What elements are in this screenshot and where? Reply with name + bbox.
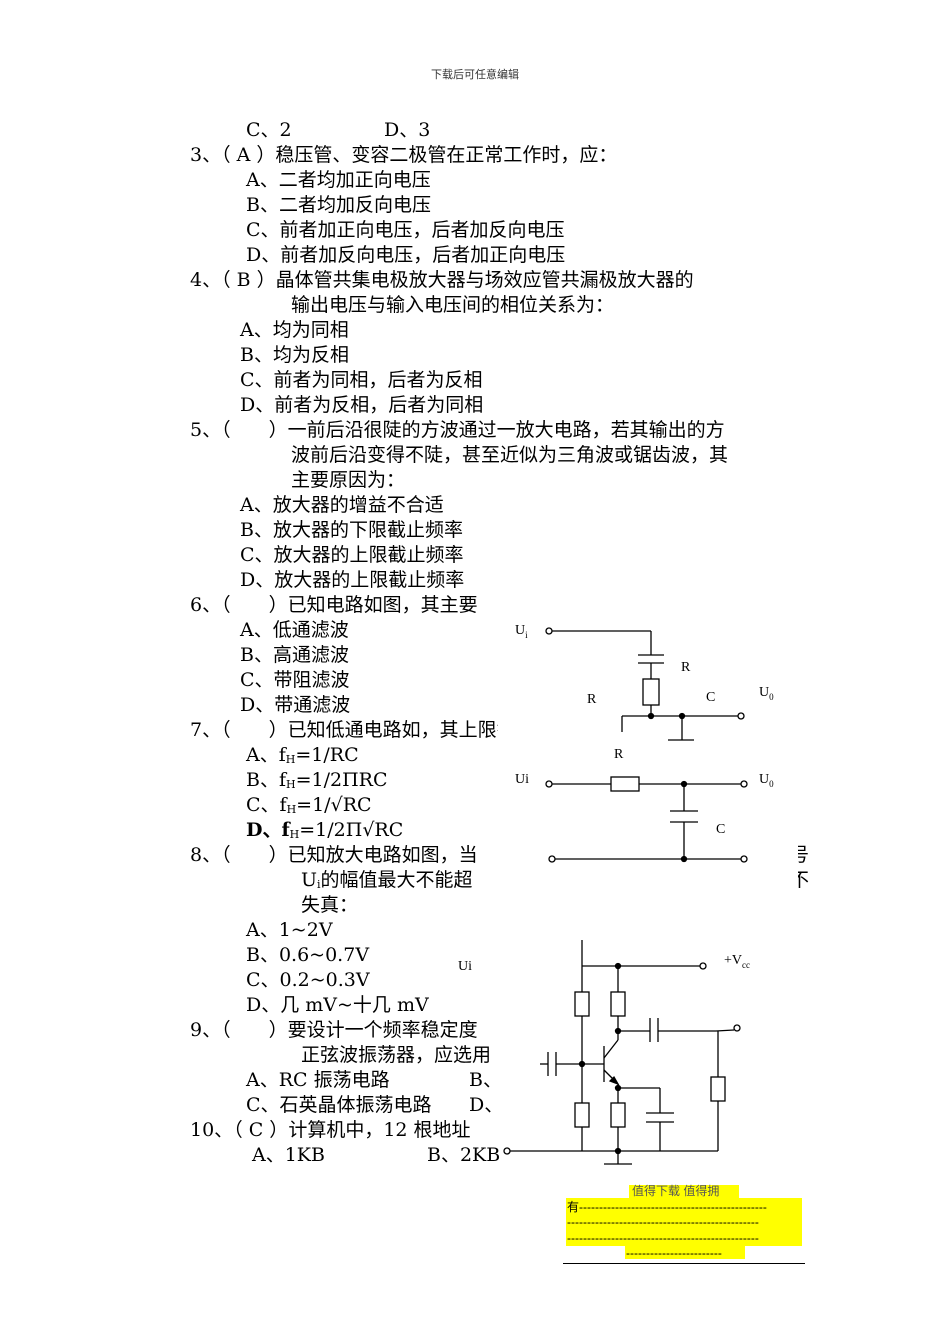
q9-option-a: A、RC 振荡电路: [246, 1069, 390, 1091]
q5-text: 一前后沿很陡的方波通过一放大电路，若其输出的方: [287, 419, 725, 441]
q9-answer: （ ）: [221, 1019, 288, 1041]
q2-option-d: D、3: [384, 119, 431, 141]
fig3-ui-label: Ui: [458, 959, 472, 974]
q7-option-c: C、fH=1/√RC: [246, 794, 372, 816]
q6-option-b: B、高通滤波: [240, 644, 349, 666]
q8-stem: 8、（ ）已知放大电路如图，当: [190, 843, 478, 867]
footer-note-line4: ------------------------: [626, 1246, 722, 1260]
fig1-ui-label: Ui: [515, 623, 528, 640]
q9-text: 要设计一个频率稳定度: [287, 1019, 478, 1041]
q10-stem: 10、（ C ）计算机中，12 根地址: [190, 1118, 471, 1142]
q7-number: 7、: [190, 719, 222, 741]
q7-option-b: B、fH=1/2ΠRC: [246, 769, 388, 791]
q10-number: 10、: [190, 1119, 234, 1141]
q8-stem-line2: Ui的幅值最大不能超: [301, 869, 473, 891]
q4-option-a: A、均为同相: [240, 319, 349, 341]
q4-number: 4、: [190, 269, 222, 291]
footer-note-line1: 有---------------------------------------…: [567, 1200, 767, 1214]
q10-option-a: A、1KB: [252, 1144, 325, 1166]
q6-option-a: A、低通滤波: [240, 619, 349, 641]
q4-answer: （ B ）: [221, 269, 276, 291]
footer-highlight-body: [566, 1198, 802, 1246]
footer-note-line0: 值得下载 值得拥: [632, 1184, 720, 1198]
fig2-ui-label: Ui: [515, 772, 529, 787]
footer-rule: [563, 1263, 805, 1264]
q5-stem-line3: 主要原因为：: [291, 469, 406, 491]
q8-stem-line3: 失真：: [301, 894, 359, 916]
q8-option-c: C、0.2~0.3V: [246, 969, 370, 991]
q4-option-c: C、前者为同相，后者为反相: [240, 369, 483, 391]
q9-stem-line2: 正弦波振荡器，应选用: [301, 1044, 492, 1066]
q3-option-c: C、前者加正向电压，后者加反向电压: [246, 219, 565, 241]
q10-answer: （ C ）: [233, 1119, 289, 1141]
q8-option-d: D、几 mV~十几 mV: [246, 994, 429, 1016]
page-header: 下载后可任意编辑: [431, 68, 519, 81]
q6-option-d: D、带通滤波: [240, 694, 351, 716]
q3-option-b: B、二者均加反向电压: [246, 194, 431, 216]
q8-option-a: A、1~2V: [246, 919, 333, 941]
fig2-r-label: R: [614, 747, 624, 762]
q9-number: 9、: [190, 1019, 222, 1041]
q8-answer: （ ）: [221, 844, 288, 866]
q6-number: 6、: [190, 594, 222, 616]
q7-option-d: D、fH=1/2Π√RC: [246, 819, 404, 841]
q9-option-d: D、: [469, 1094, 504, 1116]
q8-text: 已知放大电路如图，当: [287, 844, 478, 866]
q8-option-b: B、0.6~0.7V: [246, 944, 370, 966]
q10-text: 计算机中，12 根地址: [288, 1119, 471, 1141]
footer-highlight-bottom: [625, 1246, 745, 1259]
fig1-c-label: C: [706, 690, 716, 705]
q5-stem-line2: 波前后沿变得不陡，甚至近似为三角波或锯齿波，其: [291, 444, 729, 466]
q8-number: 8、: [190, 844, 222, 866]
q6-text: 已知电路如图，其主要: [287, 594, 478, 616]
fig1-r-left-label: R: [587, 692, 597, 707]
q5-option-a: A、放大器的增益不合适: [240, 494, 444, 516]
q5-stem: 5、（ ）一前后沿很陡的方波通过一放大电路，若其输出的方: [190, 418, 725, 442]
q4-text: 晶体管共集电极放大器与场效应管共漏极放大器的: [275, 269, 694, 291]
q5-answer: （ ）: [221, 419, 288, 441]
fig1-r-top-label: R: [681, 660, 691, 675]
q7-option-a: A、fH=1/RC: [246, 744, 359, 766]
q3-option-a: A、二者均加正向电压: [246, 169, 431, 191]
q2-option-c: C、2: [246, 119, 292, 141]
q5-option-b: B、放大器的下限截止频率: [240, 519, 463, 541]
q5-option-c: C、放大器的上限截止频率: [240, 544, 464, 566]
fig1-uo-label: U0: [759, 685, 774, 702]
q6-stem: 6、（ ）已知电路如图，其主要: [190, 593, 478, 617]
fig2-c-label: C: [716, 822, 726, 837]
q3-answer: （ A ）: [221, 144, 276, 166]
q4-stem-line2: 输出电压与输入电压间的相位关系为：: [291, 294, 615, 316]
q4-option-d: D、前者为反相，后者为同相: [240, 394, 484, 416]
q9-option-c: C、石英晶体振荡电路: [246, 1094, 432, 1116]
figure-2-circuit: [545, 776, 748, 863]
figure-1-circuit: [545, 627, 745, 741]
footer-highlight-top: [629, 1185, 739, 1198]
q4-option-b: B、均为反相: [240, 344, 349, 366]
q7-answer: （ ）: [221, 719, 288, 741]
q3-option-d: D、前者加反向电压，后者加正向电压: [246, 244, 566, 266]
fig3-vcc-label: +Vcc: [724, 953, 751, 970]
q3-stem: 3、（ A ）稳压管、变容二极管在正常工作时，应：: [190, 143, 617, 167]
footer-note-line2: ----------------------------------------…: [567, 1215, 759, 1229]
q5-number: 5、: [190, 419, 222, 441]
fig2-uo-label: U0: [759, 772, 774, 789]
q10-option-b: B、2KB: [427, 1144, 501, 1166]
q3-number: 3、: [190, 144, 222, 166]
q5-option-d: D、放大器的上限截止频率: [240, 569, 465, 591]
q6-option-c: C、带阻滤波: [240, 669, 350, 691]
q9-stem: 9、（ ）要设计一个频率稳定度: [190, 1018, 478, 1042]
figure-3-circuit: [503, 940, 741, 1165]
footer-note-line3: ----------------------------------------…: [567, 1231, 759, 1245]
q3-text: 稳压管、变容二极管在正常工作时，应：: [275, 144, 618, 166]
q6-answer: （ ）: [221, 594, 288, 616]
q4-stem: 4、（ B ）晶体管共集电极放大器与场效应管共漏极放大器的: [190, 268, 694, 292]
